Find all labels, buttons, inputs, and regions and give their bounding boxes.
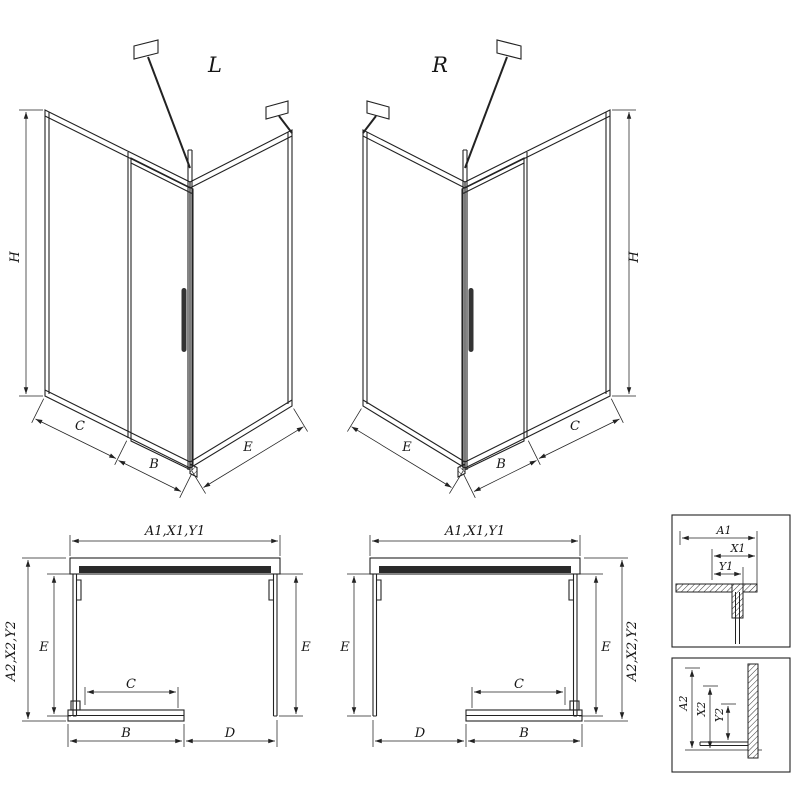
dim-ext-e-right	[279, 573, 303, 717]
dim-ext-a2	[22, 557, 66, 722]
detail-bottom-dim-a2: A2	[677, 696, 690, 712]
dim-ext-a1	[69, 535, 281, 556]
side-panel-left-plan	[72, 574, 78, 717]
corner-post	[187, 149, 193, 470]
detail-top-dim-x1: X1	[730, 542, 746, 555]
top-profile-section	[675, 583, 758, 593]
detail-top-frame	[671, 514, 791, 648]
plan-right-dim-c: C	[514, 677, 524, 692]
plan-right-dim-b: B	[518, 726, 529, 741]
plan-left-dim-a1: A1,X1,Y1	[144, 524, 205, 539]
plan-left-dim-e-right: E	[300, 640, 311, 655]
detail-top-dim-a1: A1	[716, 524, 732, 537]
plan-right-dim-e-left: E	[339, 640, 350, 655]
iso-left-dim-c: C	[75, 419, 85, 434]
wall-profile-section	[747, 663, 759, 759]
detail-bottom-dims	[685, 667, 762, 751]
dim-ext-c-b	[31, 398, 193, 498]
detail-top-dims	[679, 531, 758, 584]
iso-left-view-label: L	[207, 53, 222, 77]
iso-right-dim-c: C	[570, 419, 580, 434]
dim-line-e	[203, 426, 304, 488]
dim-line-c	[35, 418, 117, 459]
door-guide	[70, 700, 81, 711]
plan-right-dim-a1: A1,X1,Y1	[444, 524, 505, 539]
detail-bottom-dim-y2: Y2	[713, 708, 726, 722]
top-glass-clamp	[79, 566, 271, 573]
detail-top-dim-y1: Y1	[719, 560, 733, 573]
detail-box-top	[671, 514, 791, 648]
plan-right-dim-e-right: E	[600, 640, 611, 655]
detail-bottom-dim-x2: X2	[695, 702, 708, 718]
dim-ext-c	[84, 687, 179, 708]
iso-right-dim-e: E	[401, 440, 412, 455]
side-panel-bottom-edge	[189, 399, 293, 463]
front-panel-outline	[44, 109, 191, 469]
plan-right-geometry	[347, 535, 628, 747]
dim-ext-h	[19, 109, 43, 397]
glass-pane-section-bottom	[699, 741, 748, 746]
detail-top-ext-lines	[679, 531, 758, 584]
plan-right-dim-d: D	[414, 726, 426, 741]
side-bracket-left	[76, 579, 82, 601]
side-bracket-right	[268, 579, 274, 601]
iso-left-dim-h: H	[8, 251, 23, 264]
iso-left-dim-b: B	[148, 457, 159, 472]
detail-bottom-ext-lines	[685, 667, 762, 751]
iso-left-dim-e: E	[242, 440, 253, 455]
plan-left-dim-a2: A2,X2,Y2	[4, 621, 19, 682]
support-bar	[147, 56, 191, 169]
plan-left-dim-d: D	[224, 726, 236, 741]
plan-left-geometry	[22, 535, 303, 747]
glass-clamp-section	[731, 583, 744, 619]
iso-right-dim-b: B	[495, 457, 506, 472]
plan-left-dim-b: B	[120, 726, 131, 741]
plan-left-dim-e-left: E	[38, 640, 49, 655]
door-handle	[181, 288, 187, 352]
top-profile-strip	[69, 557, 281, 575]
dim-ext-e-left	[47, 573, 71, 717]
detail-box-bottom	[671, 657, 791, 773]
dim-ext-b-d	[67, 720, 278, 747]
detail-bottom-frame	[671, 657, 791, 773]
door-top-roller-line	[130, 162, 194, 195]
bottom-rail	[44, 389, 191, 463]
side-panel-top-edge	[189, 135, 293, 189]
support-stub	[278, 115, 293, 134]
iso-right-view-label: R	[431, 53, 448, 77]
iso-right-dim-h: H	[627, 251, 642, 264]
wall-bracket-side	[265, 100, 289, 120]
plan-left-dim-c: C	[126, 677, 136, 692]
side-panel-outline	[189, 129, 293, 469]
side-panel-right-plan	[272, 574, 278, 717]
dim-ext-e	[191, 408, 308, 494]
dim-line-b	[118, 460, 182, 492]
plan-right-dim-a2: A2,X2,Y2	[625, 621, 640, 682]
iso-dimension-lines	[19, 109, 308, 498]
wall-bracket-top	[133, 39, 159, 60]
iso-right-geometry	[347, 40, 636, 498]
plan-dimension-lines	[22, 535, 303, 747]
iso-left-geometry	[19, 39, 308, 498]
glass-pane-section	[735, 592, 740, 644]
